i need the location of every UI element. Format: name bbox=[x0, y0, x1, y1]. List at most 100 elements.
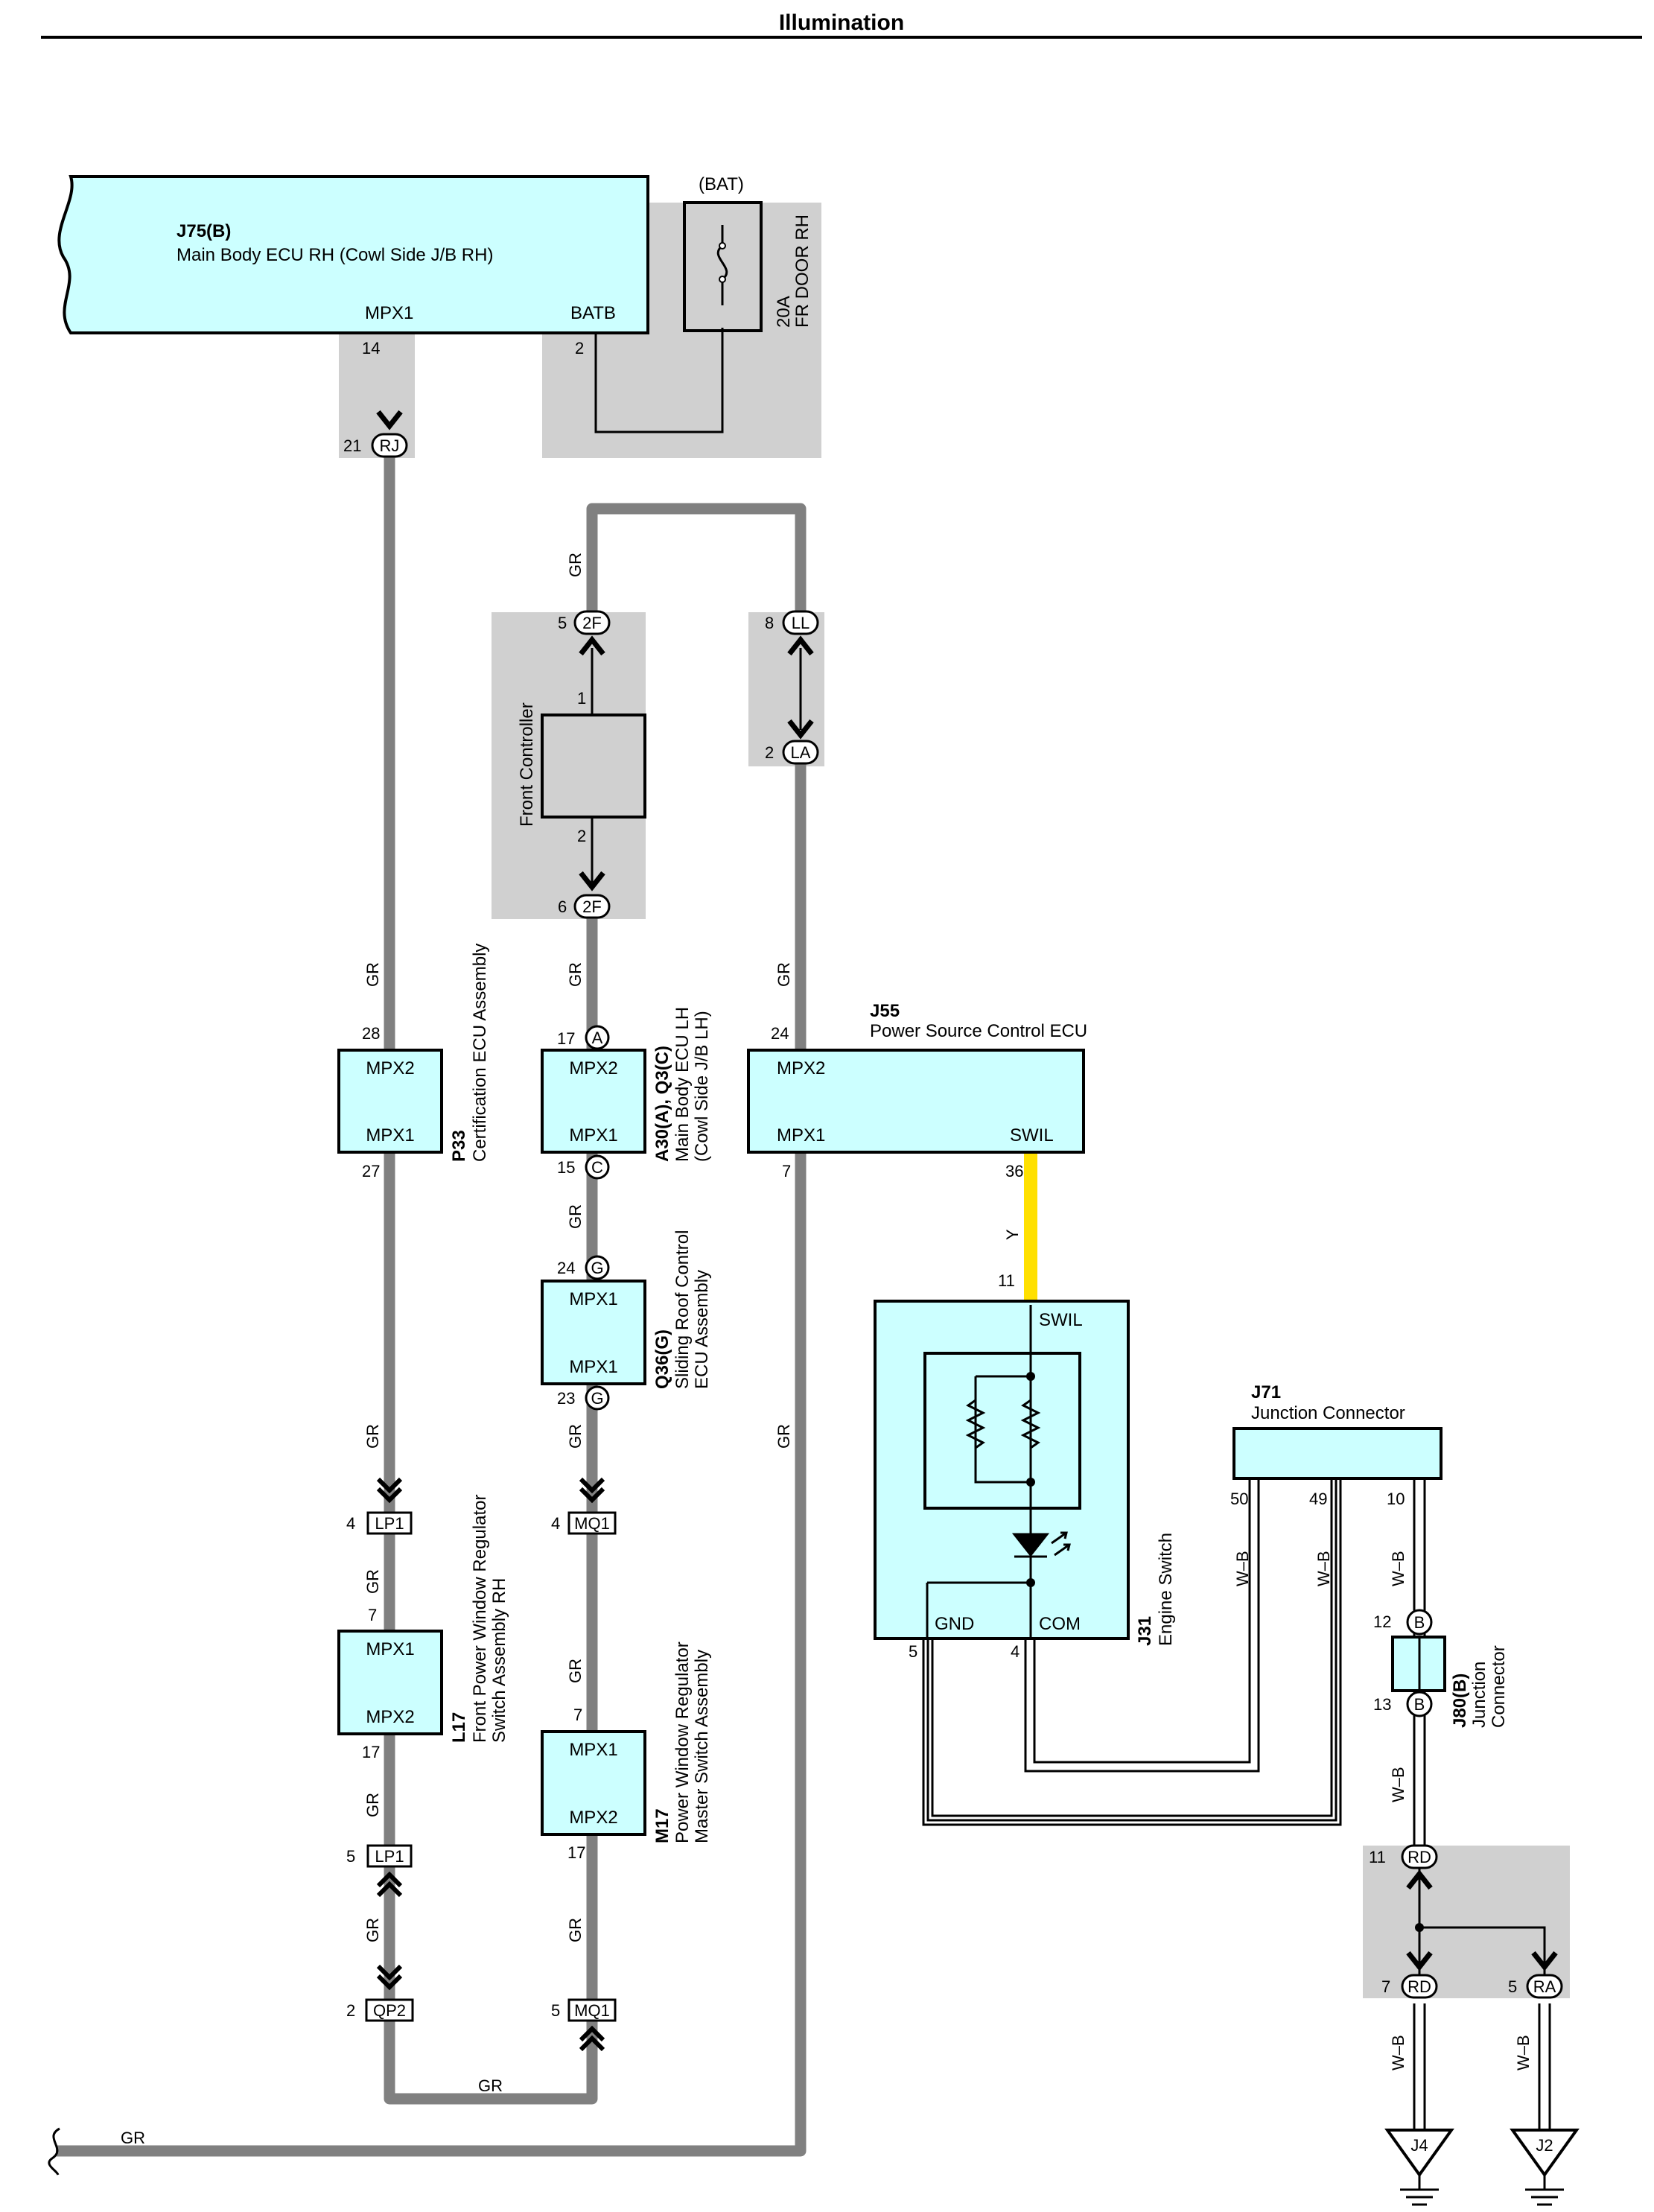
rd-a-arrow bbox=[1406, 1869, 1433, 1890]
main-ecu-pin-batb: 2 bbox=[575, 339, 584, 357]
wire-wb-4: W–B bbox=[1389, 1767, 1408, 1802]
a30-name2: (Cowl Side J/B LH) bbox=[692, 1011, 712, 1162]
j80-pin-top: 12 bbox=[1373, 1612, 1391, 1631]
rj-label: RJ bbox=[380, 436, 400, 455]
m17-name2: Master Switch Assembly bbox=[692, 1650, 712, 1843]
l17-pin-top: 7 bbox=[368, 1606, 377, 1624]
wire-gr-11: GR bbox=[363, 1793, 382, 1817]
fuse-name: FR DOOR RH bbox=[792, 214, 812, 328]
wire-gr-1: GR bbox=[566, 553, 585, 577]
rj-pin: 21 bbox=[343, 436, 361, 455]
fuse-supply: (BAT) bbox=[699, 174, 744, 194]
qp2-label: QP2 bbox=[373, 2001, 406, 2020]
2f-top-arrow bbox=[579, 635, 605, 656]
2f-top-label: 2F bbox=[582, 614, 602, 632]
j31-node-1 bbox=[1026, 1372, 1035, 1381]
mq1-a-box bbox=[567, 1511, 617, 1535]
ground-j4: J4 bbox=[1384, 2129, 1454, 2206]
shaded-regions bbox=[339, 203, 1570, 1998]
j31-led-rays bbox=[1051, 1531, 1071, 1557]
j55-code: J55 bbox=[870, 1001, 900, 1021]
q36-sliding-roof-ecu: 24 G MPX1 MPX1 23 G Q36(G) Sliding Roof … bbox=[541, 1230, 712, 1411]
connector-rj: RJ 21 bbox=[343, 410, 408, 458]
wire-wb-6: W–B bbox=[1514, 2035, 1533, 2070]
rd-b-pin: 7 bbox=[1381, 1977, 1390, 1996]
lp1-a-box bbox=[366, 1511, 413, 1535]
j71-junction-connector: J71 Junction Connector 50 49 10 bbox=[1230, 1382, 1443, 1508]
j71-box bbox=[1232, 1427, 1443, 1480]
m17-pin-top: 7 bbox=[573, 1706, 582, 1724]
j55-power-source-ecu: J55 Power Source Control ECU 24 MPX2 MPX… bbox=[747, 1001, 1087, 1180]
q36-pin-bot: 23 bbox=[557, 1389, 575, 1408]
p33-name: Certification ECU Assembly bbox=[470, 944, 490, 1162]
q36-tag-top-circle bbox=[585, 1255, 610, 1280]
connector-lp1-b: LP1 5 bbox=[346, 1844, 413, 1898]
shade-rd-ra bbox=[1363, 1846, 1570, 1998]
j80-tag-bot-circle bbox=[1406, 1691, 1433, 1717]
fuse-box bbox=[683, 201, 763, 332]
fuse-dot-top bbox=[719, 242, 726, 250]
rj-oval bbox=[371, 433, 408, 458]
connector-2f-top: 2F 5 bbox=[558, 610, 611, 656]
2f-top-oval bbox=[573, 610, 611, 635]
mq1-b-label: MQ1 bbox=[574, 2001, 610, 2020]
p33-code: P33 bbox=[449, 1130, 469, 1162]
rd-b-label: RD bbox=[1408, 1977, 1431, 1996]
fc-name: Front Controller bbox=[517, 702, 537, 827]
j55-pin-swil: 36 bbox=[1005, 1162, 1023, 1180]
j71-name: Junction Connector bbox=[1251, 1403, 1405, 1423]
ground-j2-label: J2 bbox=[1536, 2136, 1553, 2155]
shade-ll-la bbox=[748, 612, 824, 766]
wire-com-49-outer bbox=[1024, 1478, 1260, 1773]
a30-name: Main Body ECU LH bbox=[672, 1007, 693, 1162]
main-ecu-term-mpx1: MPX1 bbox=[365, 303, 413, 323]
2f-bot-oval bbox=[573, 894, 611, 919]
mq1-a-label: MQ1 bbox=[574, 1514, 610, 1533]
q36-name2: ECU Assembly bbox=[692, 1270, 712, 1389]
wire-gnd-50-outer bbox=[922, 1478, 1342, 1826]
wire-wb-5: W–B bbox=[1389, 2035, 1408, 2070]
p33-pin-top: 28 bbox=[362, 1024, 380, 1043]
j71-pin-a: 50 bbox=[1230, 1490, 1248, 1508]
l17-t1: MPX1 bbox=[366, 1639, 414, 1659]
m17-t2: MPX2 bbox=[569, 1808, 617, 1828]
j31-code: J31 bbox=[1135, 1616, 1155, 1646]
title-rule bbox=[41, 36, 1642, 39]
rd-b-oval bbox=[1401, 1974, 1438, 1999]
wire-gr-5: GR bbox=[566, 1204, 585, 1229]
ra-pin: 5 bbox=[1508, 1977, 1517, 1996]
j31-node-2 bbox=[1026, 1478, 1035, 1487]
j55-t-mpx1: MPX1 bbox=[777, 1125, 825, 1145]
j55-pin-mpx2: 24 bbox=[771, 1024, 789, 1043]
j71-code: J71 bbox=[1251, 1382, 1281, 1402]
ll-pin: 8 bbox=[765, 614, 774, 632]
wire-gr-12: GR bbox=[363, 1918, 382, 1942]
m17-name: Power Window Regulator bbox=[672, 1641, 693, 1843]
lp1-b-pin: 5 bbox=[346, 1847, 355, 1866]
connector-ll-la: LL 8 LA 2 bbox=[765, 610, 819, 765]
wire-wb-3: W–B bbox=[1389, 1551, 1408, 1586]
ra-arrow bbox=[1531, 1951, 1558, 1971]
q36-box bbox=[541, 1280, 646, 1385]
main-ecu-name: Main Body ECU RH (Cowl Side J/B RH) bbox=[176, 245, 493, 265]
q36-code: Q36(G) bbox=[652, 1329, 672, 1389]
ll-oval bbox=[782, 610, 819, 635]
l17-window-switch-rh: 7 MPX1 MPX2 17 L17 Front Power Window Re… bbox=[337, 1495, 509, 1761]
connector-2f-bot: 2F 6 bbox=[558, 871, 611, 919]
fuse-fr-door-rh: (BAT) 20A FR DOOR RH bbox=[683, 174, 812, 332]
wire-gr-2: GR bbox=[363, 962, 382, 987]
j55-t-mpx2: MPX2 bbox=[777, 1058, 825, 1078]
j71-pin-b: 49 bbox=[1309, 1490, 1327, 1508]
m17-t1: MPX1 bbox=[569, 1740, 617, 1760]
ground-j2-symbol-icon bbox=[1525, 2175, 1564, 2206]
l17-pin-bot: 17 bbox=[362, 1743, 380, 1761]
connector-rd-ra: RD 11 RD 7 RA 5 bbox=[1369, 1844, 1563, 1999]
j31-resistor-1 bbox=[965, 1399, 986, 1449]
p33-t1: MPX2 bbox=[366, 1058, 414, 1078]
ground-j2: J2 bbox=[1510, 2129, 1580, 2206]
q36-name: Sliding Roof Control bbox=[672, 1230, 693, 1389]
wire-wb-1: W–B bbox=[1233, 1551, 1252, 1586]
j80-name2: Connector bbox=[1489, 1645, 1509, 1728]
wire-gr-13: GR bbox=[566, 1918, 585, 1942]
